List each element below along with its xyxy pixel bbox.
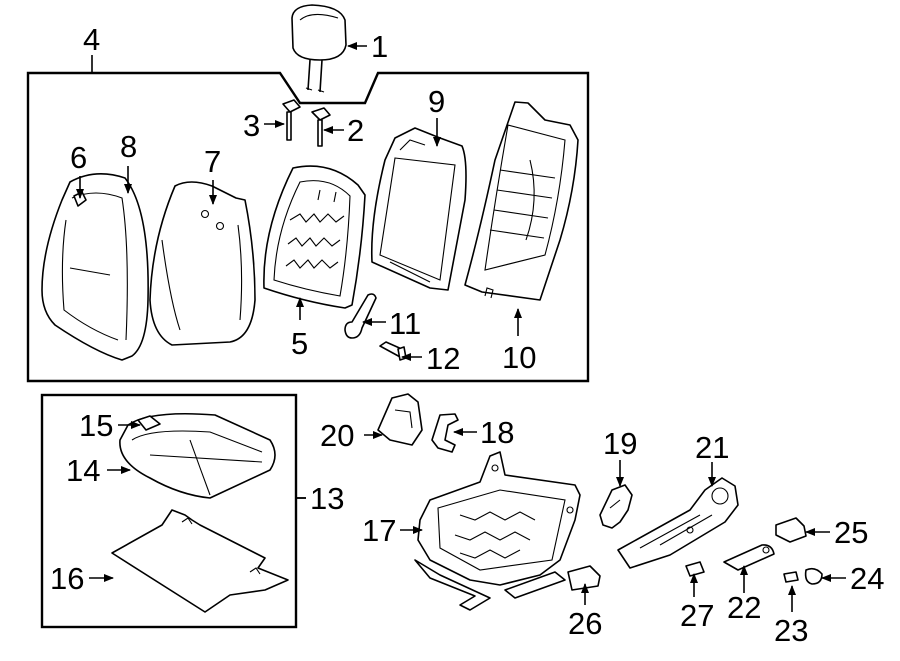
seat-back-cover-part — [41, 173, 149, 361]
callout-1: 1 — [371, 29, 388, 64]
callout-10: 10 — [502, 340, 536, 375]
clip-part-27 — [685, 561, 705, 577]
seat-back-panel-part — [464, 101, 579, 301]
headrest-part — [291, 4, 347, 93]
headrest-guide-part-3 — [282, 99, 301, 141]
side-bracket-part — [599, 484, 633, 529]
seat-back-pad-part — [149, 181, 256, 346]
callout-19: 19 — [603, 426, 637, 461]
recliner-lever-part — [344, 293, 377, 339]
callout-16: 16 — [50, 561, 84, 596]
switch-part-25 — [775, 517, 807, 543]
headrest-guide-part-2 — [311, 107, 331, 147]
cap-part-24 — [804, 567, 823, 585]
callout-23: 23 — [774, 613, 808, 648]
callout-24: 24 — [850, 561, 884, 596]
callout-9: 9 — [428, 84, 445, 119]
side-shield-part — [617, 477, 739, 569]
callout-12: 12 — [426, 341, 460, 376]
leader-lines — [76, 42, 846, 612]
callout-15: 15 — [79, 408, 113, 443]
cushion-panel-part — [111, 509, 289, 613]
seat-back-frame-part — [263, 165, 366, 309]
callout-22: 22 — [727, 590, 761, 625]
callout-6: 6 — [70, 140, 87, 175]
screw-part-23 — [783, 571, 799, 583]
callout-8: 8 — [120, 129, 137, 164]
callout-4: 4 — [83, 22, 100, 57]
callout-17: 17 — [362, 513, 396, 548]
callout-3: 3 — [243, 108, 260, 143]
seat-cushion-part — [119, 413, 276, 499]
callout-2: 2 — [347, 113, 364, 148]
callout-13: 13 — [310, 481, 344, 516]
seat-back-group-box — [26, 71, 590, 383]
callout-5: 5 — [291, 326, 308, 361]
callout-20: 20 — [320, 418, 354, 453]
callout-25: 25 — [834, 515, 868, 550]
cushion-group-box — [40, 393, 298, 629]
callout-7: 7 — [204, 144, 221, 179]
seat-frame-part — [414, 451, 581, 611]
switch-part-26 — [567, 565, 601, 591]
callout-11: 11 — [389, 306, 421, 341]
callout-27: 27 — [680, 598, 714, 633]
clip-part-18 — [431, 413, 459, 453]
knob-part-22 — [723, 544, 775, 571]
callout-18: 18 — [480, 415, 514, 450]
callout-21: 21 — [695, 430, 729, 465]
seat-back-board-part — [370, 127, 467, 291]
callout-26: 26 — [568, 606, 602, 641]
cover-part-20 — [377, 393, 423, 446]
callout-14: 14 — [66, 453, 100, 488]
